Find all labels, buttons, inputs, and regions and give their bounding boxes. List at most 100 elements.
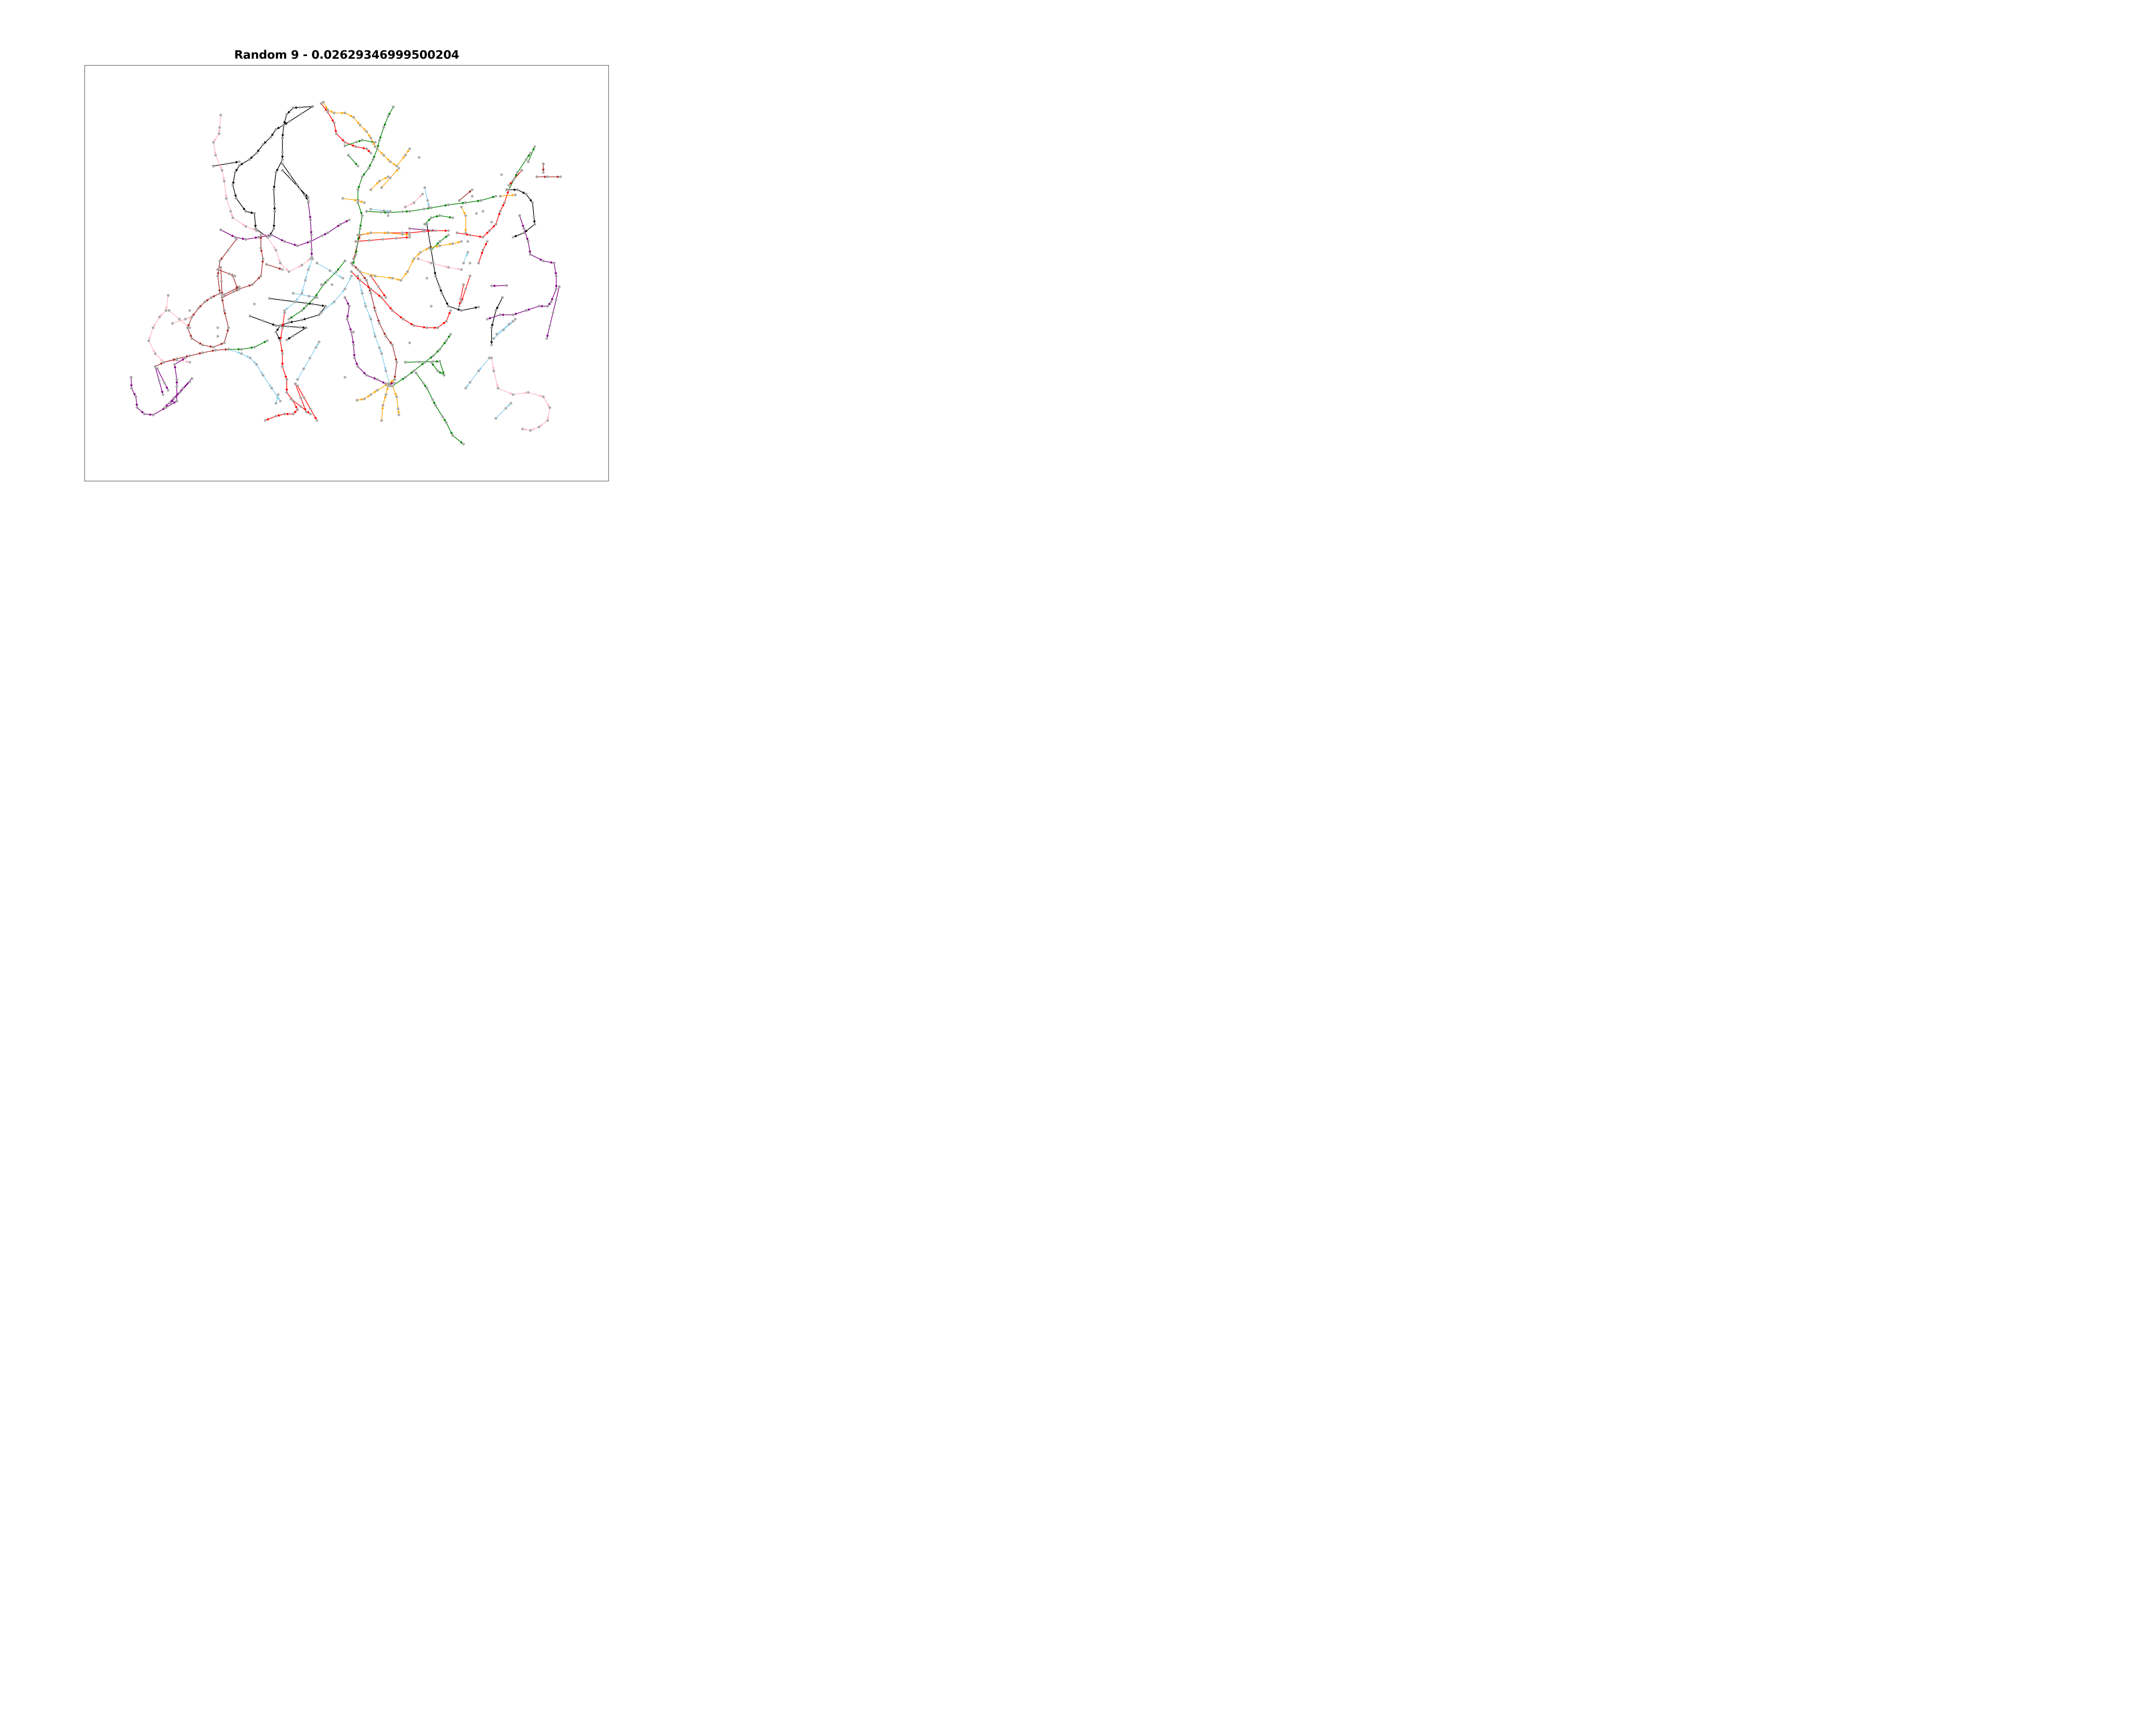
edge-arrow: [445, 335, 450, 342]
edge-arrow: [496, 296, 504, 310]
edge-arrow: [190, 337, 202, 345]
network-node: [225, 162, 228, 166]
edge-arrow: [423, 356, 433, 364]
network-node: [281, 151, 284, 154]
network-node: [216, 326, 219, 329]
edge-arrow: [391, 309, 403, 319]
network-node: [365, 147, 368, 151]
edge-arrow: [496, 386, 513, 395]
edge-arrow: [282, 311, 286, 327]
network-node: [322, 283, 325, 286]
edge-arrow: [266, 414, 277, 420]
network-node: [406, 270, 409, 273]
network-node: [381, 238, 384, 241]
edge-arrow: [391, 276, 401, 281]
network-node: [417, 257, 420, 260]
network-node: [352, 330, 355, 334]
edge-arrow: [439, 214, 452, 219]
edge-arrow: [263, 135, 273, 144]
network-node: [516, 171, 519, 174]
edge-arrow: [220, 289, 239, 299]
network-node: [356, 274, 360, 278]
network-node: [288, 173, 291, 176]
network-node: [179, 391, 182, 394]
edge-arrow: [404, 203, 414, 209]
network-node: [265, 263, 268, 266]
network-node: [218, 259, 222, 263]
edge-arrow: [344, 140, 362, 147]
network-node: [520, 169, 523, 172]
network-node: [373, 141, 377, 144]
edge-arrow: [374, 274, 392, 279]
edge-arrow: [495, 320, 515, 336]
edge-arrow: [466, 369, 480, 388]
network-node: [156, 367, 159, 370]
network-node: [427, 235, 431, 239]
edge-arrow: [408, 229, 431, 235]
network-node: [188, 309, 191, 312]
network-node: [281, 365, 284, 368]
network-node: [341, 276, 345, 280]
edge-arrow: [514, 309, 527, 315]
network-node: [286, 325, 290, 328]
edge-arrow: [274, 330, 280, 340]
network-node: [305, 301, 308, 305]
network-node: [379, 210, 382, 214]
edge-arrow: [423, 218, 431, 226]
network-node: [222, 341, 226, 345]
edge-arrow: [273, 171, 278, 189]
network-node: [500, 173, 503, 176]
network-node: [421, 192, 424, 196]
edge-arrow: [240, 158, 251, 165]
network-node: [531, 201, 534, 204]
network-node: [369, 317, 373, 321]
network-node: [343, 141, 347, 144]
network-node: [490, 284, 493, 288]
network-node: [514, 317, 517, 321]
network-node: [555, 298, 558, 301]
edge-arrow: [380, 296, 392, 310]
edge-arrow: [359, 214, 364, 228]
edge-arrow: [432, 363, 439, 373]
edge-arrow: [244, 236, 258, 241]
network-node: [458, 199, 461, 202]
network-node: [438, 214, 442, 217]
network-node: [552, 261, 556, 265]
edge-arrow: [379, 126, 385, 140]
network-node: [384, 393, 388, 396]
edge-arrow: [445, 311, 451, 323]
edge-arrow: [522, 227, 529, 241]
network-node: [391, 343, 394, 347]
network-node: [470, 188, 474, 191]
network-node: [395, 164, 398, 168]
network-node: [255, 229, 258, 232]
network-node: [486, 317, 489, 321]
edge-arrow: [326, 225, 340, 235]
plot-title: Random 9 - 0.02629346999500204: [234, 48, 459, 62]
network-node: [350, 261, 353, 265]
network-node: [261, 319, 265, 323]
network-node: [490, 326, 493, 329]
network-node: [231, 274, 235, 278]
network-node: [311, 105, 314, 108]
edge-arrow: [260, 248, 265, 260]
network-node: [220, 169, 224, 172]
edge-arrow: [147, 339, 155, 353]
network-node: [190, 377, 194, 380]
network-node: [343, 111, 347, 115]
network-node: [313, 296, 317, 299]
network-node: [154, 352, 157, 355]
network-node: [555, 274, 558, 278]
network-node: [296, 384, 299, 388]
edge-arrow: [135, 406, 144, 414]
network-node: [438, 244, 442, 248]
network-node: [386, 214, 390, 217]
edge-arrow: [393, 361, 398, 379]
network-node: [358, 270, 362, 273]
network-node: [449, 332, 452, 336]
edge-arrow: [301, 279, 307, 293]
network-node: [447, 203, 450, 207]
network-node: [378, 179, 381, 183]
network-node: [257, 235, 260, 239]
network-node: [470, 194, 474, 198]
